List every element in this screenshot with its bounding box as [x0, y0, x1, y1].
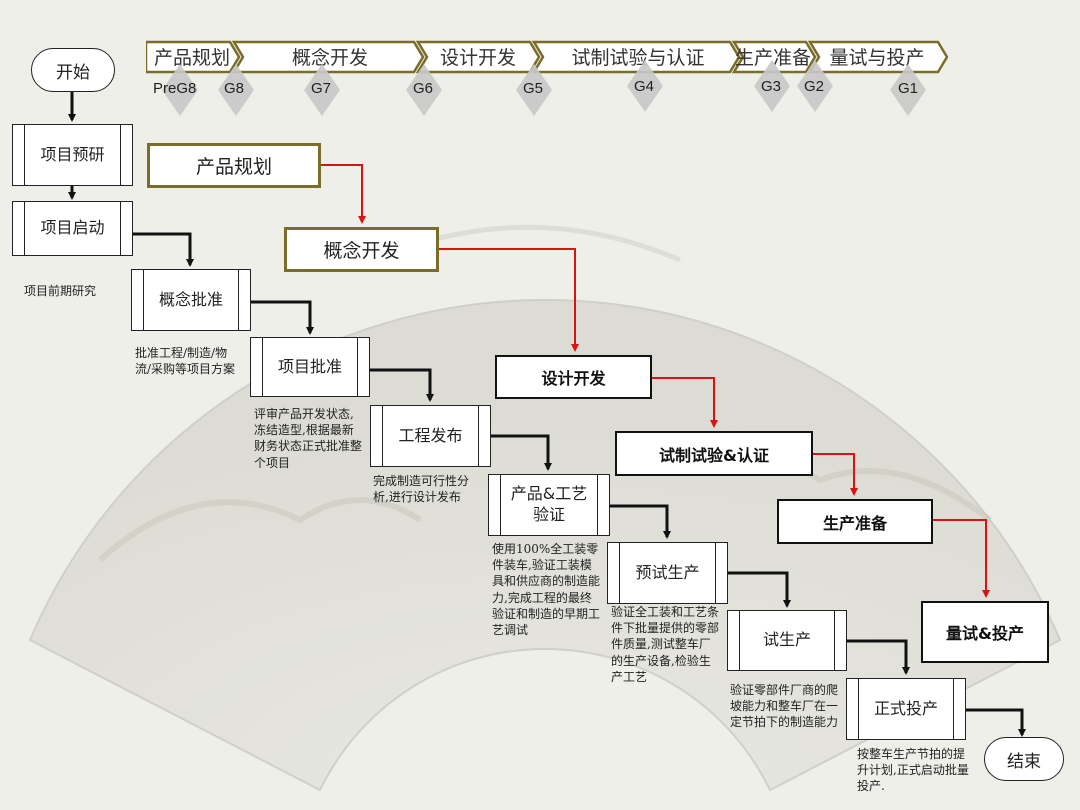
step-kickoff: 项目启动 — [12, 201, 133, 256]
stage-label-production-prep: 生产准备 — [734, 46, 811, 69]
step-project-approval: 项目批准 — [250, 337, 370, 397]
note-engineering-release: 完成制造可行性分析,进行设计发布 — [373, 474, 470, 505]
flow-pilot-launch: 量试&投产 — [921, 601, 1049, 663]
flow-production-prep: 生产准备 — [777, 499, 933, 544]
gate-preg8: PreG8 — [153, 80, 197, 97]
stage-label-product-planning: 产品规划 — [153, 46, 230, 69]
gate-g5: G5 — [523, 80, 544, 97]
gate-g8: G8 — [224, 80, 245, 97]
note-research: 项目前期研究 — [24, 284, 97, 298]
flow-design-development: 设计开发 — [495, 355, 652, 399]
flow-trial-test-cert: 试制试验&认证 — [615, 431, 813, 476]
note-trial-production: 验证零部件厂商的爬坡能力和整车厂在一定节拍下的制造能力 — [730, 683, 839, 730]
step-engineering-release: 工程发布 — [370, 405, 491, 467]
gate-g6: G6 — [413, 80, 434, 97]
note-project-approval: 评审产品开发状态,冻结造型,根据最新财务状态正式批准整个项目 — [254, 407, 363, 470]
start-terminal: 开始 — [31, 48, 115, 92]
step-start-of-production: 正式投产 — [846, 678, 966, 740]
step-trial-production: 试生产 — [727, 610, 847, 671]
gate-g2: G2 — [804, 78, 825, 95]
gate-g7: G7 — [311, 80, 332, 97]
flow-product-planning: 产品规划 — [147, 143, 321, 188]
stage-label-concept-development: 概念开发 — [291, 46, 368, 69]
note-pre-trial-production: 验证全工装和工艺条件下批量提供的零部件质量,测试整车厂的生产设备,检验生产工艺 — [611, 605, 720, 684]
stage-label-trial-test-cert: 试制试验与认证 — [571, 46, 705, 69]
stage-label-pilot-launch: 量试与投产 — [829, 46, 925, 69]
gate-g3: G3 — [761, 78, 782, 95]
step-concept-approval: 概念批准 — [131, 269, 251, 331]
note-concept-approval: 批准工程/制造/物流/采购等项目方案 — [135, 346, 236, 377]
gate-diamonds — [162, 60, 926, 116]
flow-concept-development: 概念开发 — [284, 227, 439, 272]
step-product-process-validation: 产品&工艺验证 — [488, 474, 610, 536]
gate-g1: G1 — [898, 80, 919, 97]
stage-label-design-development: 设计开发 — [439, 46, 516, 69]
step-pre-trial-production: 预试生产 — [607, 542, 728, 604]
note-product-process-validation: 使用100%全工装零件装车,验证工装模具和供应商的制造能力,完成工程的最终验证和… — [492, 542, 601, 637]
step-research: 项目预研 — [12, 124, 133, 186]
stage-banner — [146, 40, 948, 74]
gate-g4: G4 — [634, 78, 655, 95]
note-start-of-production: 按整车生产节拍的提升计划,正式启动批量投产. — [857, 747, 969, 794]
end-terminal: 结束 — [984, 737, 1064, 781]
